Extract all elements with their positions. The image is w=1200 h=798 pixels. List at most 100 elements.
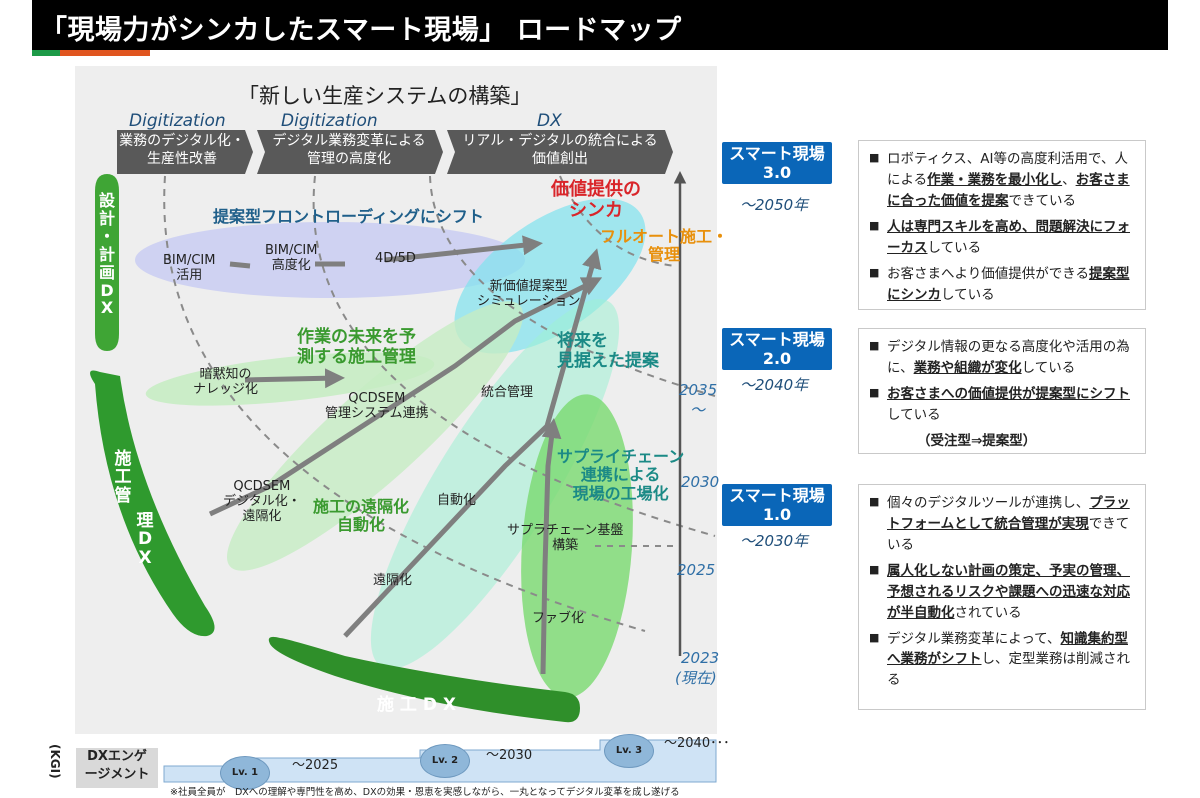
emphasis-text: 属人化しない計画の策定、予実の管理、予想されるリスクや課題への迅速な対応が半自動… xyxy=(887,562,1130,621)
bullet-text: し、定型業務は削減される xyxy=(887,651,1130,689)
remote-auto-label: 施工の遠隔化自動化 xyxy=(313,497,410,535)
level1-target: 〜2030年 xyxy=(740,532,809,550)
phase2-label: デジタル業務変革による管理の高度化 xyxy=(272,133,426,167)
phase-arrow-1 xyxy=(117,130,253,174)
bullet-square-icon: ■ xyxy=(869,385,880,399)
emphasis-text: 提案型にシンカ xyxy=(887,265,1130,303)
tacit-knowledge: 暗黙知のナレッジ化 xyxy=(193,367,259,397)
lv2-badge: Lv. 2 xyxy=(420,744,470,778)
full-auto-label: フルオート施工・管理 xyxy=(600,227,729,265)
bim-4d5d: 4D/5D xyxy=(375,251,416,266)
header-bar xyxy=(32,0,1168,50)
bullet-square-icon: ■ xyxy=(869,562,880,576)
frontloading-label: 提案型フロントローディングにシフト xyxy=(213,207,484,226)
emphasis-text: お客さまへの価値提供が提案型にシフト xyxy=(887,385,1130,402)
bullet-item: ■個々のデジタルツールが連携し、プラットフォームとして統合管理が実現できている xyxy=(869,493,1135,556)
bullet-text: デジタル業務変革によって、 xyxy=(887,630,1061,647)
diagram-graphics xyxy=(90,130,716,723)
bullet-item: ■ デジタル業務変革によって、知識集約型へ業務がシフトし、定型業務は削減される xyxy=(869,629,1135,692)
bullet-square-icon: ■ xyxy=(869,495,880,508)
page-title: 「現場力がシンカしたスマート現場」 ロードマップ xyxy=(40,15,682,46)
emphasis-text: 業務や組織が変化 xyxy=(913,359,1022,376)
bullet-item: ■ ロボティクス、AI等の高度利活用で、人による作業・業務を最小化し、お客さまに合… xyxy=(869,149,1135,212)
level2-description: ■デジタル情報の更なる高度化や活用の為に、業務や組織が変化している■お客さまへの… xyxy=(858,328,1146,454)
lv3-badge: Lv. 3 xyxy=(604,734,654,768)
mgmt-dx-label-a: 施工管 xyxy=(114,449,132,506)
bullet-text: している xyxy=(1021,359,1076,376)
integrated-mgmt: 統合管理 xyxy=(481,385,534,400)
roadmap-diagram: 「新しい生産システムの構築」 Digitization Digitization… xyxy=(75,66,728,734)
phase3-label: リアル・デジタルの統合による価値創出 xyxy=(462,133,658,167)
bullet-item: ■お客さまへより価値提供ができる提案型にシンカしている xyxy=(869,264,1135,306)
frontloading-ellipse xyxy=(135,222,525,298)
phase2-era: Digitization xyxy=(281,111,378,131)
emphasis-text: 人は専門スキルを高め、問題解決にフォーカス xyxy=(887,218,1130,256)
simulation-label: 新価値提案型シミュレーション xyxy=(477,279,581,309)
dx-engagement-label: DXエンゲージメント xyxy=(76,748,158,788)
bullet-item: ■ お客さまへの価値提供が提案型にシフトしている xyxy=(869,384,1135,426)
year-2030: 2030 xyxy=(681,473,720,491)
accent-orange-strip xyxy=(60,50,150,56)
phase1-era: Digitization xyxy=(129,111,226,131)
proposal-label: 将来を見据えた提案 xyxy=(557,331,659,371)
bullet-text: している xyxy=(941,286,995,303)
future-mgmt-label: 作業の未来を予測する施工管理 xyxy=(297,327,416,367)
supply-chain-label: サプライチェーン連携による現場の工場化 xyxy=(557,447,685,503)
construction-pillar xyxy=(268,636,580,723)
bullet-text: 個々のデジタルツールが連携し、 xyxy=(887,495,1090,511)
bullet-text: できている xyxy=(887,515,1130,553)
bullet-square-icon: ■ xyxy=(869,630,880,644)
year-2025: 2025 xyxy=(677,561,716,579)
year-2023: 2023 xyxy=(681,649,720,667)
lv1-period: 〜2025 xyxy=(292,758,339,773)
design-pillar xyxy=(95,174,119,351)
year-now: (現在) xyxy=(675,669,717,687)
bullet-text: 、 xyxy=(1062,171,1076,188)
supply-base: サプラチェーン基盤構築 xyxy=(507,523,624,553)
bullet-square-icon: ■ xyxy=(869,339,880,352)
phase-arrow-2 xyxy=(257,130,443,174)
phase3-era: DX xyxy=(537,111,562,131)
footnote: ※社員全員が DXへの理解や専門性を高め、DXの効果・恩恵を実感しながら、一丸と… xyxy=(170,787,680,798)
lv2-period: 〜2030 xyxy=(486,748,533,763)
year-tilde: 〜 xyxy=(690,401,706,419)
bullet-text: している xyxy=(927,239,982,256)
diagram-heading: 「新しい生産システムの構築」 xyxy=(238,84,532,108)
accent-green-strip xyxy=(32,50,60,56)
level3-description: ■ ロボティクス、AI等の高度利活用で、人による作業・業務を最小化し、お客さまに合… xyxy=(858,140,1146,310)
remote-op: 遠隔化 xyxy=(373,573,413,588)
emphasis-text: お客さまに合った価値を提案 xyxy=(887,171,1130,209)
bullet-item: ■ 人は専門スキルを高め、問題解決にフォーカスしている xyxy=(869,217,1135,259)
emphasis-text: 作業・業務を最小化し xyxy=(927,171,1063,188)
phase1-label: 業務のデジタル化・生産性改善 xyxy=(119,133,245,167)
year-2035: 2035 xyxy=(679,381,718,399)
bullet-square-icon: ■ xyxy=(869,218,880,232)
bullet-text: されている xyxy=(954,604,1022,621)
bullet-square-icon: ■ xyxy=(869,151,880,164)
bullet-text: お客さまへより価値提供ができる xyxy=(887,265,1089,282)
bullet-text: ロボティクス、AI等の高度利活用で、人による xyxy=(887,151,1128,188)
emphasis-text: 知識集約型へ業務がシフト xyxy=(887,630,1128,668)
fab: ファブ化 xyxy=(532,611,585,626)
level2-extra: （受注型⇒提案型） xyxy=(917,432,1037,449)
kgi-label: (KGI) xyxy=(48,744,62,779)
construction-dx-label: 施 工 D X xyxy=(377,695,456,715)
phase-arrow-3 xyxy=(447,130,673,174)
level3-target: 〜2050年 xyxy=(740,196,809,214)
lv3-period: 〜2040･･･ xyxy=(664,736,730,751)
management-pillar xyxy=(90,370,215,637)
level2-target: 〜2040年 xyxy=(740,376,809,394)
bullet-item: ■ デジタル情報の更なる高度化や活用の為に、業務や組織が変化している xyxy=(869,337,1135,379)
bullet-text: デジタル情報の更なる高度化や活用の為に、 xyxy=(887,339,1130,376)
level1-description: ■個々のデジタルツールが連携し、プラットフォームとして統合管理が実現できている■… xyxy=(858,484,1146,710)
bullet-item: ■ 属人化しない計画の策定、予実の管理、予想されるリスクや課題への迅速な対応が半自… xyxy=(869,561,1135,624)
bullet-text: している xyxy=(887,406,941,423)
